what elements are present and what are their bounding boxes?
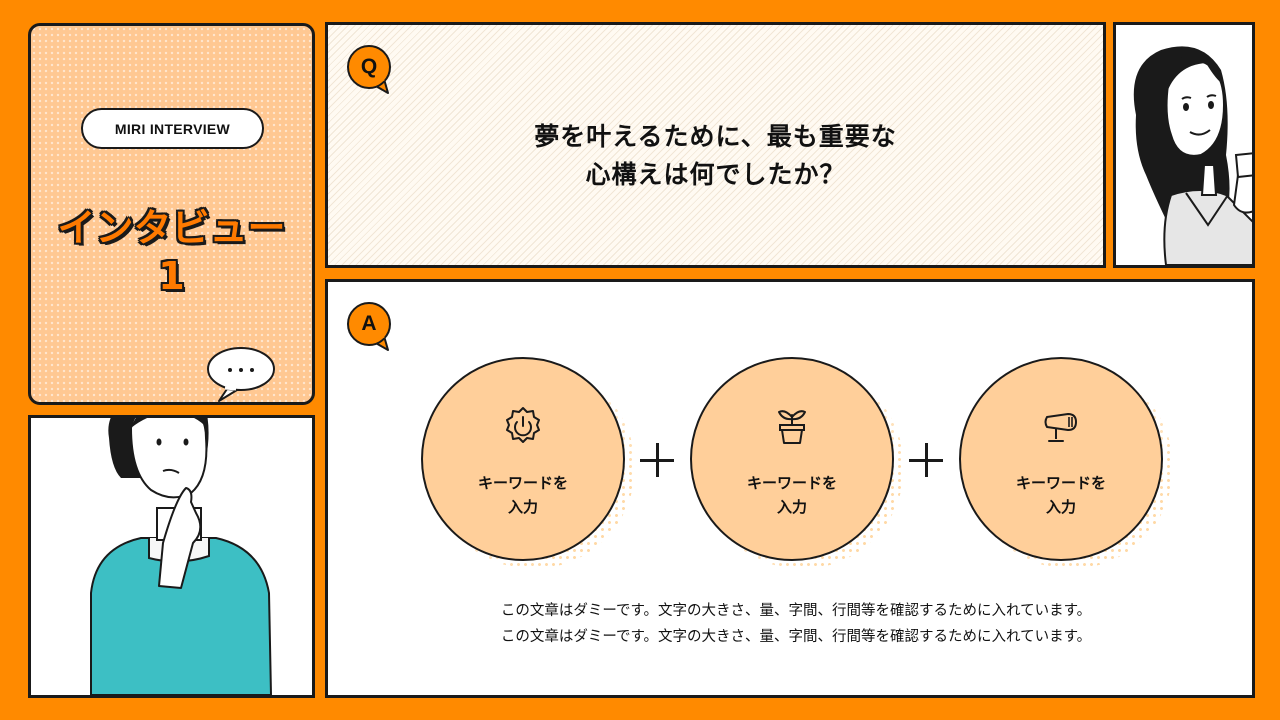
page-title-line1: インタビュー [57, 206, 286, 250]
plus-icon [909, 443, 943, 477]
question-panel: Q 夢を叶えるために、最も重要な 心構えは何でしたか？ [325, 22, 1106, 268]
question-line1: 夢を叶えるために、最も重要な [534, 122, 897, 151]
title-panel: MIRI INTERVIEW インタビュー 1 [28, 23, 315, 405]
question-line2: 心構えは何でしたか？ [585, 160, 846, 189]
keyword-label: キーワードを 入力 [477, 474, 568, 516]
question-badge: Q [346, 44, 398, 96]
plus-icon [640, 443, 674, 477]
gear-power-icon [506, 407, 540, 443]
answer-badge: A [346, 301, 398, 353]
microphone-icon [1044, 413, 1077, 442]
interview-pill: MIRI INTERVIEW [81, 108, 264, 149]
thinker-illustration-panel [28, 415, 315, 698]
page-title-line2: 1 [158, 254, 185, 298]
woman-illustration-panel [1113, 22, 1255, 268]
answer-panel: A キーワードを 入力 キーワードを 入力 [325, 279, 1255, 698]
keyword-circle-3: キーワードを 入力 [959, 357, 1163, 561]
keyword-circle-1: キーワードを 入力 [421, 357, 625, 561]
thought-bubble: … [205, 345, 277, 403]
thinking-woman-illustration [90, 418, 273, 695]
question-text: 夢を叶えるために、最も重要な 心構えは何でしたか？ [328, 118, 1103, 194]
keyword-label: キーワードを 入力 [1015, 474, 1106, 516]
plant-pot-icon [778, 410, 806, 444]
page-title: インタビュー 1 [31, 204, 312, 300]
woman-peeking-illustration [1133, 46, 1252, 265]
answer-body-line1: この文章はダミーです。文字の大きさ、量、字間、行間等を確認するために入れています… [500, 603, 1092, 619]
keyword-circle-2: キーワードを 入力 [690, 357, 894, 561]
keyword-label: キーワードを 入力 [746, 474, 837, 516]
answer-body-line2: この文章はダミーです。文字の大きさ、量、字間、行間等を確認するために入れています… [500, 629, 1092, 645]
answer-body-text: この文章はダミーです。文字の大きさ、量、字間、行間等を確認するために入れています… [416, 598, 1176, 650]
